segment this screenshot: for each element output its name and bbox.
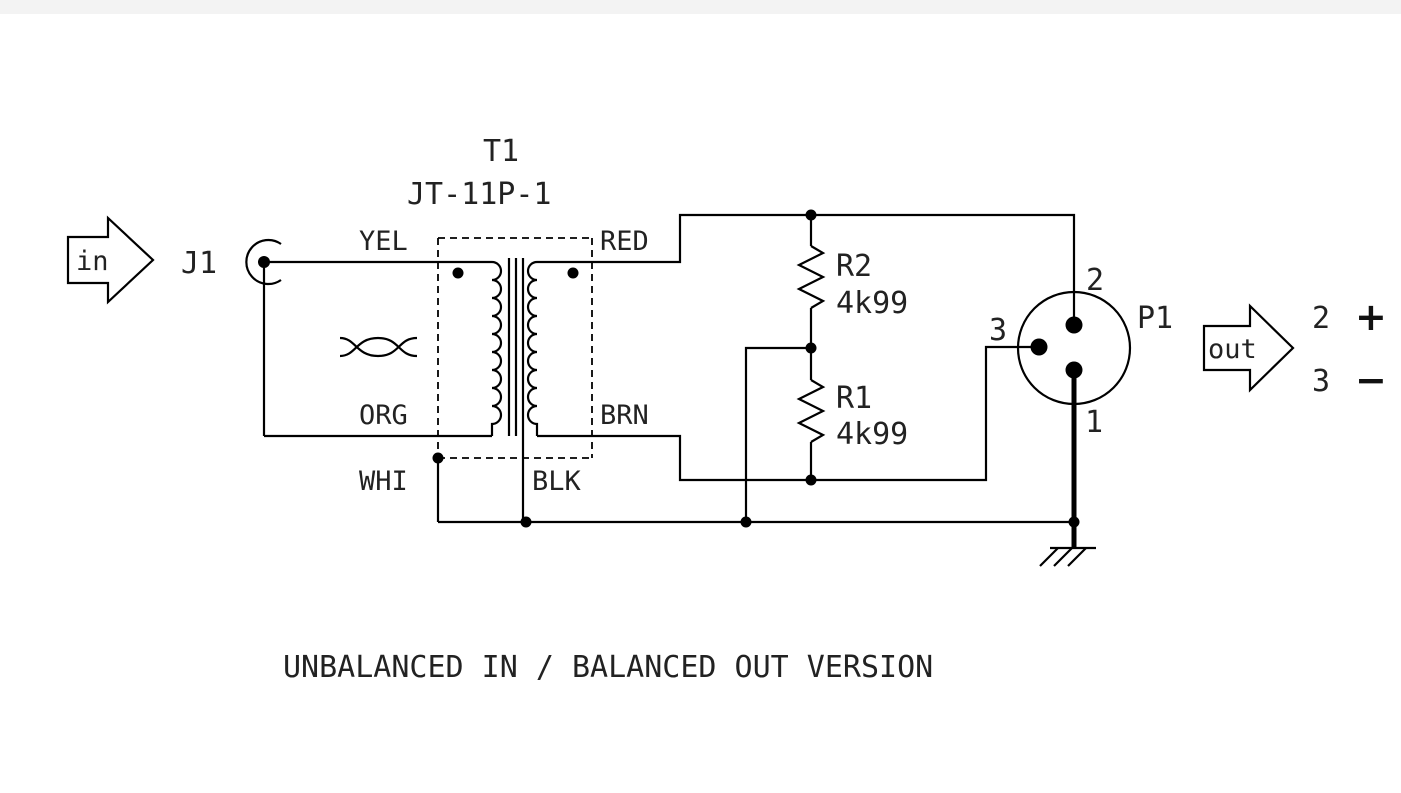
wire-label-org: ORG [359,400,408,431]
r2-ref: R2 [836,249,872,284]
wire-label-whi: WHI [359,466,408,497]
r2-value: 4k99 [836,286,908,321]
output-polarity-legend: 2 + 3 − [1312,295,1387,402]
legend-pin-minus: 3 [1312,364,1330,399]
primary-wiring [262,260,492,438]
wire-label-red: RED [600,226,649,257]
resistor-r1 [796,379,826,443]
primary-polarity-dot [452,267,464,279]
twisted-pair-symbol [339,336,418,358]
secondary-polarity-dot [567,267,579,279]
r1-ref: R1 [836,381,872,416]
top-bar [0,0,1401,14]
p1-pin3-label: 3 [989,313,1007,348]
secondary-coil [526,260,539,436]
transformer-part-number: JT-11P-1 [407,177,552,212]
p1-pin1-label: 1 [1085,405,1103,440]
secondary-wiring [436,213,1076,524]
ground-symbol [1039,546,1096,567]
primary-coil [490,260,503,436]
resistor-r2 [796,245,826,309]
legend-pin-plus: 2 [1312,301,1330,336]
p1-ref: P1 [1137,301,1173,336]
input-arrow-label: in [76,246,109,277]
transformer-shield-box [437,237,593,459]
p1-pin2-label: 2 [1086,263,1104,298]
transformer-core [507,258,525,522]
wire-label-yel: YEL [359,226,408,257]
jack-ref-label: J1 [181,246,217,281]
input-arrow: in [66,215,155,305]
legend-minus-sign: − [1355,358,1387,402]
p1-pin2 [1065,316,1083,334]
wire-label-blk: BLK [532,466,582,497]
output-arrow-label: out [1208,334,1257,365]
output-arrow: out [1202,303,1295,393]
junction-dots [432,209,1080,528]
wire-label-brn: BRN [600,400,649,431]
legend-plus-sign: + [1355,295,1387,339]
transformer-ref: T1 [483,134,519,169]
resistor-divider [796,215,826,480]
p1-pin3 [1030,338,1048,356]
r1-value: 4k99 [836,417,908,452]
diagram-caption: UNBALANCED IN / BALANCED OUT VERSION [283,650,933,685]
